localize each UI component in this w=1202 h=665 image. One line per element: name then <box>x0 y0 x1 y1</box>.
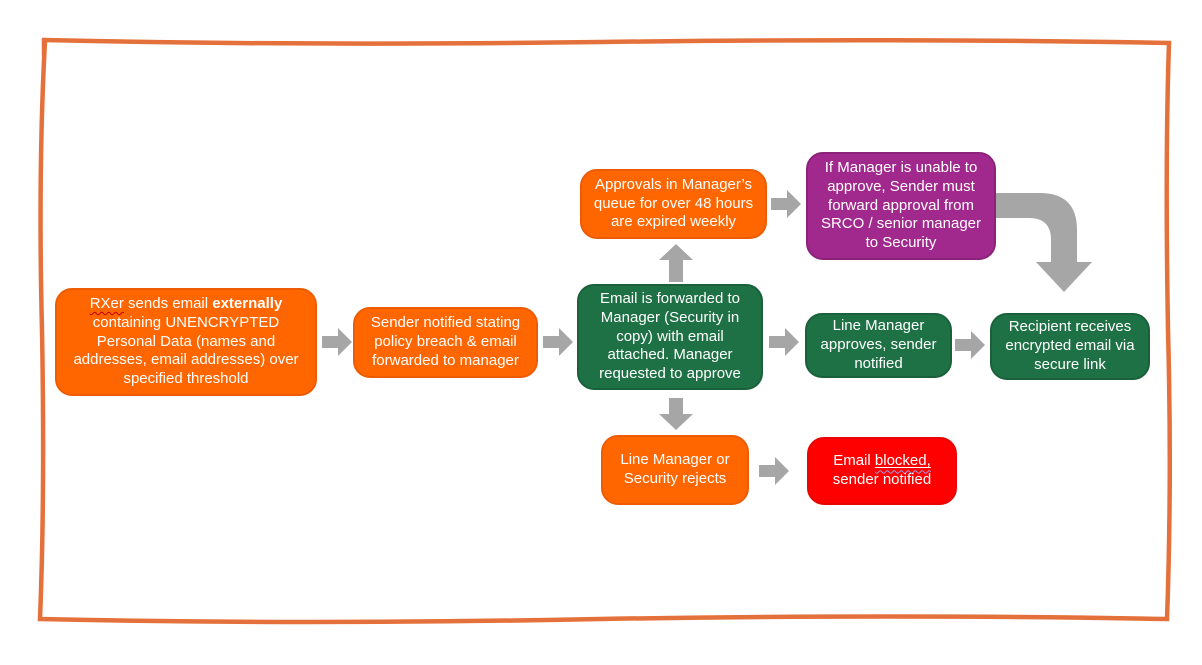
flow-box-blocked: Email blocked, sender notified <box>807 437 957 505</box>
blocked-text-underlined: blocked, <box>874 452 931 470</box>
flow-box-manager-approves: Line Manager approves, sender notified <box>805 313 952 378</box>
start-text-rxer: RXer <box>89 295 124 313</box>
flow-box-rejects-text: Line Manager or Security rejects <box>620 451 730 487</box>
arrow-right-sender-to-forward <box>543 328 573 356</box>
flow-box-sender-notified: Sender notified stating policy breach & … <box>353 307 538 378</box>
flow-box-blocked-text: Email blocked, sender notified <box>817 452 947 490</box>
start-text-rest: containing UNENCRYPTED Personal Data (na… <box>73 313 299 388</box>
flow-box-approvals-expired: Approvals in Manager’s queue for over 48… <box>580 169 767 239</box>
flow-box-manager-unable: If Manager is unable to approve, Sender … <box>806 152 996 260</box>
flow-box-sender-notified-text: Sender notified stating policy breach & … <box>370 314 521 369</box>
flow-box-manager-approves-text: Line Manager approves, sender notified <box>820 317 937 372</box>
arrow-right-start-to-sender <box>322 328 352 356</box>
arrow-down-forward-to-rejects <box>659 398 693 430</box>
flow-box-recipient-receives-text: Recipient receives encrypted email via s… <box>1005 318 1135 373</box>
arrow-right-forward-to-approves <box>769 328 799 356</box>
start-text-mid: sends email <box>123 295 213 313</box>
flow-box-forwarded-to-manager-text: Email is forwarded to Manager (Security … <box>599 290 741 383</box>
flow-box-manager-unable-text: If Manager is unable to approve, Sender … <box>820 159 982 252</box>
flow-box-start-text: RXer sends email externally containing U… <box>65 295 307 389</box>
arrow-up-forward-to-approvals <box>659 244 693 282</box>
flow-box-rejects: Line Manager or Security rejects <box>601 435 749 505</box>
arrow-right-approvals-to-unable <box>771 190 801 218</box>
flow-box-recipient-receives: Recipient receives encrypted email via s… <box>990 313 1150 380</box>
start-text-externally: externally <box>212 295 283 313</box>
arrow-curved-unable-to-recipient <box>996 193 1092 292</box>
blocked-text-post: sender notified <box>832 471 932 488</box>
flow-box-start: RXer sends email externally containing U… <box>55 288 317 396</box>
arrow-right-rejects-to-blocked <box>759 457 789 485</box>
flow-box-approvals-expired-text: Approvals in Manager’s queue for over 48… <box>593 175 754 231</box>
flow-box-forwarded-to-manager: Email is forwarded to Manager (Security … <box>577 284 763 390</box>
blocked-text-pre: Email <box>833 452 875 470</box>
arrow-right-approves-to-recipient <box>955 331 985 359</box>
